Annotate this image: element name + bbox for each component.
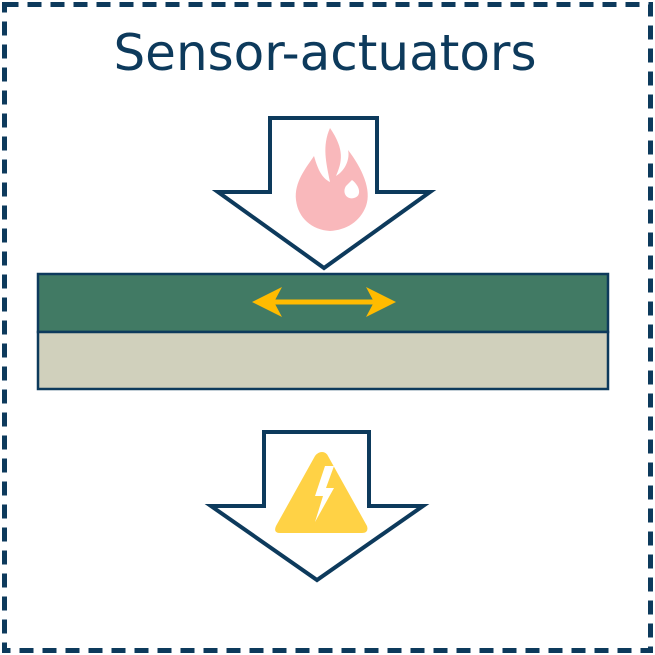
heat-input-arrow: [211, 116, 437, 271]
electric-output-arrow: [204, 430, 430, 583]
high-voltage-icon: [275, 452, 368, 533]
double-arrow-icon: [252, 287, 396, 317]
bolt-icon: [315, 466, 334, 522]
material-stack: [36, 272, 610, 391]
flame-icon: [295, 128, 368, 231]
diagram-title: Sensor-actuators: [113, 24, 536, 82]
substrate-layer: [36, 330, 610, 391]
